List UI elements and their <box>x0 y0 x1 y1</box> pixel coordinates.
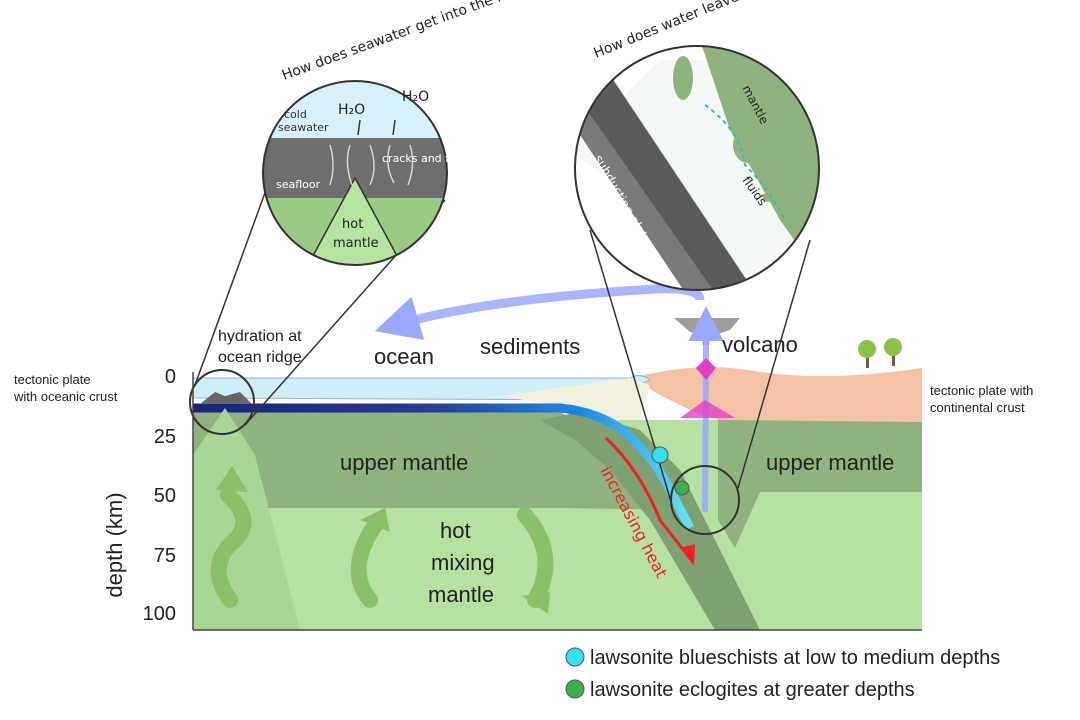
magma-chamber <box>680 400 735 418</box>
legend-eclogite-label: lawsonite eclogites at greater depths <box>590 679 915 701</box>
depth-axis-title: depth (km) <box>102 492 127 597</box>
legend-blueschist-swatch <box>565 647 585 667</box>
legend-blueschist-label: lawsonite blueschists at low to medium d… <box>590 647 1000 669</box>
blueschist-dot <box>651 446 669 464</box>
convection-arrow-mid <box>350 517 383 608</box>
oceanic-plate-label-2: with oceanic crust <box>13 389 118 404</box>
h2o-right: H₂O <box>402 89 429 105</box>
magma-diamond <box>696 358 716 380</box>
convection-arrow-right-head <box>522 592 550 614</box>
heat-arrow-head <box>680 544 695 566</box>
hot-mixing-label-2: mixing <box>431 550 495 575</box>
legend-eclogite-swatch <box>565 679 585 699</box>
convection-arrow-left <box>210 487 252 608</box>
oceanic-crust <box>193 403 694 531</box>
depth-tick: 0 <box>165 366 176 388</box>
inset-hot-label: hot <box>342 217 363 232</box>
boat-icon <box>391 81 419 85</box>
convection-arrow-left-head <box>216 466 248 492</box>
left-inset-question: How does seawater get into the rocks? <box>280 0 541 84</box>
sediments-label: sediments <box>480 334 580 359</box>
convection-arrow-mid-head <box>360 508 390 532</box>
left-connector-a <box>194 189 267 386</box>
upper-mantle-right-label: upper mantle <box>766 450 894 475</box>
hot-mixing-label-1: hot <box>440 518 471 543</box>
hot-mixing-label-3: mantle <box>428 582 494 607</box>
oceanic-plate-label-1: tectonic plate <box>14 372 91 387</box>
volcano-label: volcano <box>722 332 798 357</box>
ridge-zoom-circle <box>189 369 255 435</box>
right-connector-b <box>737 239 811 489</box>
seafloor-label: seafloor <box>276 178 321 191</box>
cracks-label: cracks and faults <box>382 152 476 165</box>
heat-arrow <box>604 436 690 557</box>
depth-tick: 75 <box>154 545 176 567</box>
convection-arrow-right <box>517 507 554 608</box>
cross-section <box>189 189 922 631</box>
right-inset <box>574 45 820 291</box>
upper-mantle-left-label: upper mantle <box>340 450 468 475</box>
continental-plate-label-2: continental crust <box>930 400 1025 415</box>
upper-mantle-right <box>718 418 922 548</box>
continental-plate-label-1: tectonic plate with <box>930 383 1033 398</box>
legend: lawsonite blueschists at low to medium d… <box>565 647 1000 701</box>
continental-crust <box>632 367 922 422</box>
hydration-label-1: hydration at <box>218 328 302 345</box>
depth-tick: 50 <box>154 485 176 507</box>
h2o-left: H₂O <box>338 102 365 118</box>
ridge-rock <box>200 392 252 404</box>
seawater-label: seawater <box>278 121 329 134</box>
eclogite-dot <box>674 480 690 496</box>
depth-tick: 100 <box>143 603 176 625</box>
water-return-arrow <box>374 284 705 340</box>
cold-label: cold <box>284 108 307 121</box>
depth-tick: 25 <box>154 426 176 448</box>
subducting-slab <box>540 412 760 630</box>
tree-icon <box>858 338 902 368</box>
inset-mantle-label: mantle <box>333 236 379 251</box>
ocean-label: ocean <box>374 344 434 369</box>
sediments-wedge <box>500 378 650 420</box>
hydration-label-2: ocean ridge <box>218 349 302 366</box>
